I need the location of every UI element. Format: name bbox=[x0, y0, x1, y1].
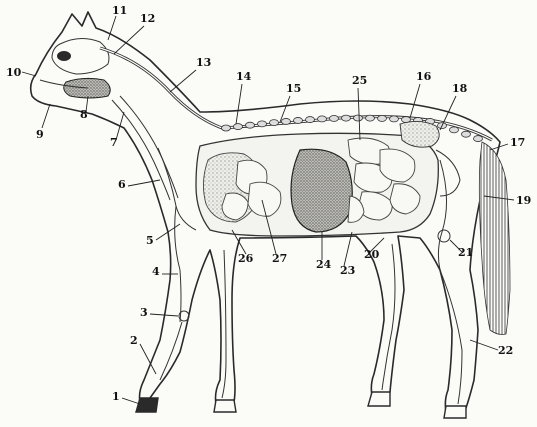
vertebra bbox=[390, 116, 399, 122]
label-1: 1 bbox=[112, 390, 120, 403]
tail bbox=[479, 142, 510, 335]
label-2: 2 bbox=[130, 334, 138, 347]
vertebra bbox=[258, 121, 267, 127]
label-9: 9 bbox=[36, 128, 44, 141]
leader-line-14 bbox=[236, 84, 242, 124]
label-5: 5 bbox=[146, 234, 154, 247]
vertebra bbox=[222, 125, 231, 131]
vertebra bbox=[378, 115, 387, 121]
stomach bbox=[291, 149, 352, 232]
leader-line-10 bbox=[22, 72, 36, 76]
body-cavity bbox=[196, 133, 438, 236]
label-16: 16 bbox=[416, 70, 432, 83]
label-23: 23 bbox=[340, 264, 355, 277]
label-8: 8 bbox=[80, 108, 88, 121]
eye bbox=[57, 51, 71, 61]
leader-line-12 bbox=[114, 26, 144, 54]
label-3: 3 bbox=[140, 306, 148, 319]
label-21: 21 bbox=[458, 246, 473, 259]
label-27: 27 bbox=[272, 252, 287, 265]
label-15: 15 bbox=[286, 82, 301, 95]
label-22: 22 bbox=[498, 344, 513, 357]
vertebra bbox=[246, 122, 255, 128]
vertebra bbox=[234, 124, 243, 130]
label-17: 17 bbox=[510, 136, 525, 149]
leader-line-1 bbox=[122, 398, 140, 404]
vertebra bbox=[330, 115, 339, 121]
vertebra bbox=[354, 115, 363, 121]
label-6: 6 bbox=[118, 178, 126, 191]
vertebra bbox=[474, 136, 483, 142]
leader-line-9 bbox=[42, 104, 50, 128]
label-12: 12 bbox=[140, 12, 155, 25]
leader-line-6 bbox=[128, 180, 160, 186]
vertebra bbox=[306, 117, 315, 123]
vertebra bbox=[342, 115, 351, 121]
label-20: 20 bbox=[364, 248, 380, 261]
leader-line-25 bbox=[358, 88, 360, 140]
hooves bbox=[136, 392, 466, 418]
label-24: 24 bbox=[316, 258, 332, 271]
forehoof-near bbox=[136, 398, 158, 412]
label-13: 13 bbox=[196, 56, 211, 69]
leader-line-13 bbox=[170, 70, 196, 92]
leader-line-5 bbox=[156, 224, 180, 240]
vertebra bbox=[366, 115, 375, 121]
label-25: 25 bbox=[352, 74, 367, 87]
vertebra bbox=[462, 131, 471, 137]
label-11: 11 bbox=[112, 4, 127, 17]
vertebra bbox=[282, 118, 291, 124]
label-18: 18 bbox=[452, 82, 468, 95]
label-19: 19 bbox=[516, 194, 531, 207]
vertebra bbox=[294, 117, 303, 123]
label-10: 10 bbox=[6, 66, 22, 79]
leader-line-16 bbox=[410, 84, 420, 118]
label-4: 4 bbox=[152, 265, 160, 278]
label-14: 14 bbox=[236, 70, 252, 83]
leader-line-22 bbox=[470, 340, 498, 350]
vertebra bbox=[318, 116, 327, 122]
vertebra bbox=[450, 127, 459, 133]
label-26: 26 bbox=[238, 252, 254, 265]
vertebra bbox=[270, 120, 279, 126]
label-7: 7 bbox=[110, 136, 118, 149]
